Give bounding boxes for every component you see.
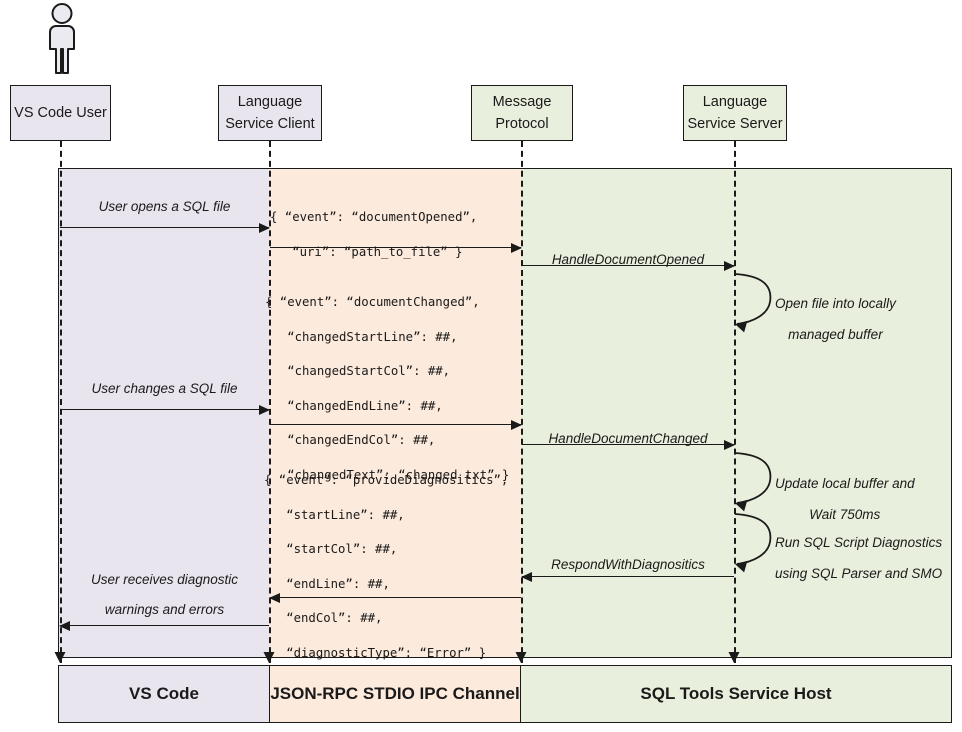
arrow-client-to-protocol-changed <box>270 420 522 430</box>
note-line1: Run SQL Script Diagnostics <box>775 535 943 550</box>
self-call-open-file <box>734 268 780 339</box>
payload-document-changed: { “event”: “documentChanged”, “changedSt… <box>265 295 510 482</box>
participant-message-protocol: Message Protocol <box>471 85 573 141</box>
note-line2: using SQL Parser and SMO <box>775 566 943 581</box>
arrow-handle-document-opened <box>522 261 735 271</box>
note-line1: Update local buffer and <box>775 476 915 491</box>
message-label-user-receives-diagnostics-line1: User receives diagnostic <box>90 572 239 587</box>
arrow-user-changes-sql-file <box>60 405 270 415</box>
self-call-update-buffer <box>734 447 780 518</box>
participant-label: VS Code User <box>14 104 107 121</box>
note-line1: Open file into locally <box>775 296 896 311</box>
lifeline-message-protocol <box>521 141 523 663</box>
legend-vs-code: VS Code <box>58 665 269 723</box>
person-icon <box>36 2 88 78</box>
lifeline-language-service-client <box>269 141 271 663</box>
message-label-handle-document-changed: HandleDocumentChanged <box>548 431 708 446</box>
note-open-file-into-buffer: Open file into locally managed buffer <box>775 288 896 350</box>
self-call-run-diagnostics <box>734 508 780 579</box>
note-update-buffer-wait: Update local buffer and Wait 750ms <box>775 468 915 530</box>
participant-language-service-client: Language Service Client <box>218 85 322 141</box>
swimlane-vs-code <box>58 168 269 658</box>
participant-language-service-server: Language Service Server <box>683 85 787 141</box>
legend-label: SQL Tools Service Host <box>640 684 832 703</box>
arrow-handle-document-changed <box>522 440 735 450</box>
note-line2: managed buffer <box>788 327 883 342</box>
message-label-user-changes-sql-file: User changes a SQL file <box>91 381 238 396</box>
arrow-user-receives-diagnostics <box>59 621 269 631</box>
participant-label-line1: Language <box>702 94 768 110</box>
participant-label-line2: Service Server <box>687 115 783 132</box>
note-run-sql-diagnostics: Run SQL Script Diagnostics using SQL Par… <box>775 527 942 589</box>
legend-json-rpc-ipc: JSON-RPC STDIO IPC Channel <box>269 665 521 723</box>
legend-label: VS Code <box>129 684 199 703</box>
arrow-respond-with-diagnositics <box>521 572 734 582</box>
arrow-protocol-to-client-diagnostics <box>269 593 521 603</box>
participant-label-line1: Language <box>237 94 303 110</box>
message-label-handle-document-opened: HandleDocumentOpened <box>551 252 705 267</box>
message-label-user-opens-sql-file: User opens a SQL file <box>98 199 231 214</box>
payload-provide-diagnositics: { “event”: “provideDiagnositics”, “start… <box>264 473 509 660</box>
participant-label-line1: Message <box>492 94 552 110</box>
swimlane-json-rpc-ipc <box>269 168 521 658</box>
lifeline-vs-code-user <box>60 141 62 663</box>
legend-label: JSON-RPC STDIO IPC Channel <box>270 684 520 703</box>
message-label-respond-with-diagnositics: RespondWithDiagnositics <box>551 557 705 572</box>
message-label-user-receives-diagnostics-line2: warnings and errors <box>104 602 225 617</box>
legend-sql-tools-service-host: SQL Tools Service Host <box>521 665 952 723</box>
arrow-user-opens-sql-file <box>60 223 270 233</box>
lifeline-language-service-server <box>734 141 736 663</box>
payload-document-opened: { “event”: “documentOpened”, “uri”: “pat… <box>270 210 478 259</box>
note-line2: Wait 750ms <box>809 507 881 522</box>
arrow-client-to-protocol-opened <box>270 243 522 253</box>
participant-label-line2: Protocol <box>495 115 549 132</box>
participant-label-line2: Service Client <box>225 115 315 132</box>
participant-vs-code-user: VS Code User <box>10 85 111 141</box>
